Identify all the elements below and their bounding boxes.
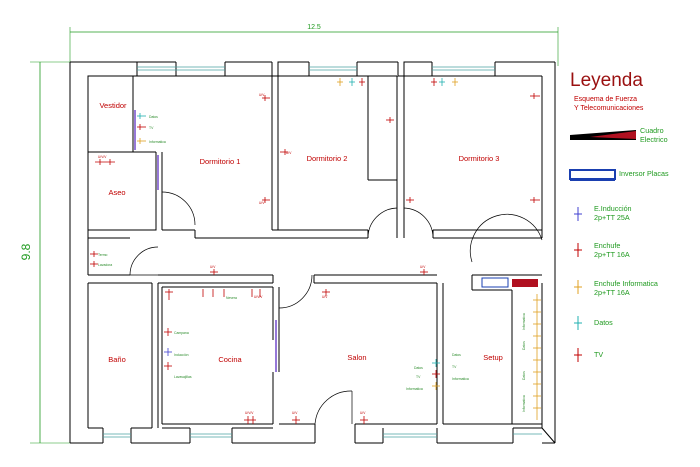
- room-dormitorio-1: Dormitorio 1: [200, 157, 241, 166]
- svg-text:U/V: U/V: [210, 265, 216, 269]
- legend-item-informatica-2: 2p+TT 16A: [594, 288, 630, 297]
- dimension-lines: 12.5 9.8: [19, 24, 559, 444]
- svg-text:TV: TV: [149, 126, 154, 130]
- svg-text:Campana: Campana: [174, 331, 189, 335]
- windows: [103, 66, 542, 438]
- legend-item-enchufe: Enchufe: [594, 241, 620, 250]
- power-outlet-icon: [574, 243, 582, 257]
- svg-text:U/V: U/V: [259, 93, 265, 97]
- svg-text:U/V: U/V: [292, 411, 298, 415]
- legend: Leyenda Esquema de Fuerza Y Telecomunica…: [569, 70, 669, 362]
- outlet-symbols: [90, 78, 541, 424]
- room-salon: Salon: [347, 353, 366, 362]
- svg-text:Datos: Datos: [522, 341, 526, 350]
- svg-text:Lavavajillas: Lavavajillas: [174, 375, 192, 379]
- doors: [129, 191, 543, 425]
- room-dormitorio-3: Dormitorio 3: [459, 154, 500, 163]
- svg-text:Informatica: Informatica: [406, 387, 423, 391]
- sliding-panels: [134, 110, 277, 372]
- width-dimension: 12.5: [307, 24, 321, 31]
- svg-text:Datos: Datos: [452, 353, 461, 357]
- induction-outlet-icon: [574, 207, 582, 221]
- legend-subtitle: Esquema de Fuerza: [574, 96, 637, 103]
- svg-text:Datos: Datos: [522, 371, 526, 380]
- walls: [69, 61, 556, 444]
- room-dormitorio-2: Dormitorio 2: [307, 154, 348, 163]
- svg-text:Datos: Datos: [149, 115, 158, 119]
- room-bano: Baño: [108, 355, 126, 364]
- svg-text:U/V: U/V: [360, 411, 366, 415]
- svg-text:Informatica: Informatica: [149, 140, 166, 144]
- svg-text:TV: TV: [416, 375, 421, 379]
- svg-text:Informatica: Informatica: [522, 395, 526, 412]
- legend-item-enchufe-2: 2p+TT 16A: [594, 250, 630, 259]
- svg-text:Informatica: Informatica: [522, 313, 526, 330]
- svg-text:U/V: U/V: [322, 295, 328, 299]
- svg-text:Inducción: Inducción: [174, 353, 189, 357]
- room-cocina: Cocina: [218, 355, 242, 364]
- device-labels: Datos TV Informatica U/V/V U/V U/V U/V T…: [98, 93, 526, 415]
- svg-text:Datos: Datos: [414, 366, 423, 370]
- svg-text:Nevera: Nevera: [226, 296, 237, 300]
- legend-item-cuadro: Cuadro: [640, 126, 664, 135]
- legend-item-inversor: Inversor Placas: [619, 169, 669, 178]
- data-outlet-icon: [574, 316, 582, 330]
- svg-text:U/V: U/V: [286, 151, 292, 155]
- legend-subtitle-2: Y Telecomunicaciones: [574, 105, 644, 112]
- height-dimension: 9.8: [19, 243, 33, 260]
- room-setup: Setup: [483, 353, 503, 362]
- legend-item-induccion: E.Inducción: [594, 204, 632, 213]
- legend-item-induccion-2: 2p+TT 25A: [594, 213, 630, 222]
- legend-item-datos: Datos: [594, 318, 613, 327]
- svg-text:U/V: U/V: [259, 201, 265, 205]
- room-vestidor: Vestidor: [99, 101, 127, 110]
- room-aseo: Aseo: [108, 188, 125, 197]
- legend-item-tv: TV: [594, 350, 603, 359]
- legend-item-informatica: Enchufe Informatica: [594, 279, 658, 288]
- svg-text:U/V/V: U/V/V: [245, 411, 254, 415]
- tv-outlet-icon: [574, 348, 582, 362]
- legend-title: Leyenda: [570, 70, 643, 91]
- svg-text:TV: TV: [452, 365, 457, 369]
- solar-inverter-icon: [569, 169, 616, 181]
- svg-text:U/V: U/V: [420, 265, 426, 269]
- svg-text:Termo: Termo: [98, 253, 108, 257]
- svg-text:Informatica: Informatica: [452, 377, 469, 381]
- legend-item-cuadro-2: Electrico: [640, 135, 668, 144]
- room-labels: Vestidor Dormitorio 1 Dormitorio 2 Dormi…: [99, 101, 502, 364]
- svg-text:Lavadora: Lavadora: [98, 263, 112, 267]
- it-outlet-icon: [574, 280, 582, 294]
- svg-text:U/V/V: U/V/V: [98, 155, 107, 159]
- svg-text:U/V/V: U/V/V: [254, 295, 263, 299]
